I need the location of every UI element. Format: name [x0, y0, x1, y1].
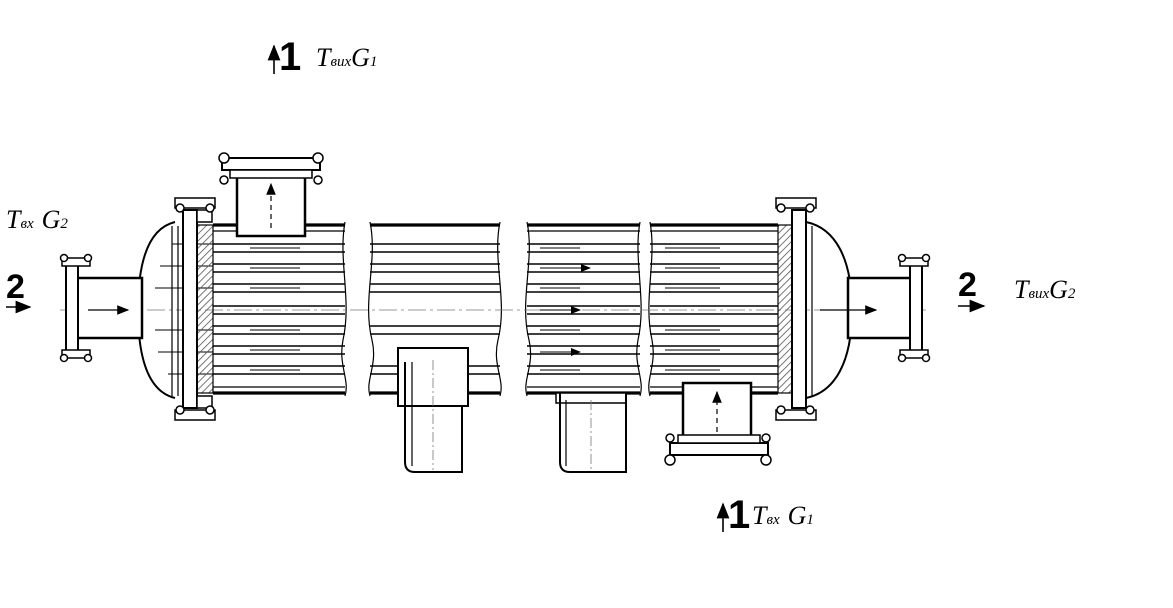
bolt-icon — [775, 197, 817, 421]
label-left-inlet-g-sub: 2 — [60, 216, 68, 232]
label-top-outlet-t: T — [316, 43, 332, 72]
svg-text:TвихG1: TвихG1 — [316, 43, 377, 72]
label-right-outlet: 2 TвихG2 — [958, 266, 1076, 313]
right-head — [775, 197, 931, 421]
label-left-inlet-number: 2 — [6, 268, 25, 306]
label-top-outlet: 1 TвихG1 — [267, 35, 377, 79]
label-top-outlet-g: G — [351, 43, 370, 72]
tube-bundle — [155, 243, 778, 375]
top-outlet-nozzle — [218, 152, 324, 238]
bolt-icon — [174, 197, 216, 421]
bottom-inlet-nozzle — [664, 381, 772, 466]
label-left-inlet-g: G — [42, 205, 61, 234]
label-bottom-inlet-t-sub: вх — [766, 512, 780, 528]
label-top-outlet-t-sub: вих — [330, 54, 351, 70]
label-bottom-inlet-g-sub: 1 — [806, 512, 814, 528]
label-left-inlet-t: T — [6, 205, 22, 234]
label-bottom-inlet-number: 1 — [728, 493, 750, 537]
label-right-outlet-number: 2 — [958, 266, 977, 304]
label-right-outlet-t: T — [1014, 275, 1030, 304]
label-right-outlet-g-sub: 2 — [1068, 286, 1076, 302]
svg-text:TвихG2: TвихG2 — [1014, 275, 1076, 304]
label-right-outlet-t-sub: вих — [1028, 286, 1049, 302]
label-left-inlet-t-sub: вх — [20, 216, 34, 232]
label-bottom-inlet-g: G — [788, 501, 807, 530]
label-right-outlet-g: G — [1049, 275, 1068, 304]
label-top-outlet-g-sub: 1 — [370, 54, 378, 70]
label-top-outlet-number: 1 — [279, 35, 301, 79]
left-head — [59, 197, 216, 421]
support-right — [555, 392, 627, 473]
support-left — [397, 347, 469, 473]
label-bottom-inlet-t: T — [752, 501, 768, 530]
